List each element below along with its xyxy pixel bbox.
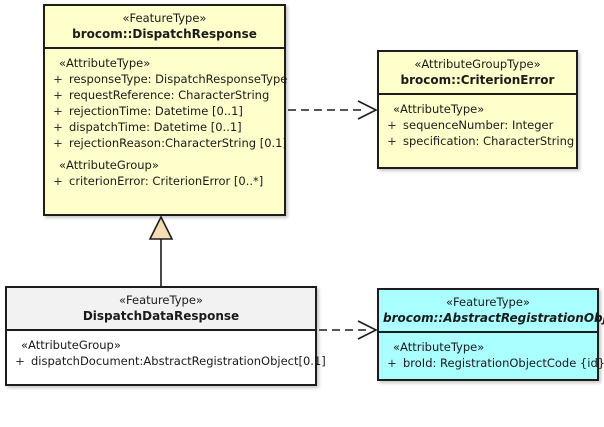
visibility-marker: + [387, 118, 397, 132]
attribute-text: broId: RegistrationObjectCode {id} [403, 356, 604, 370]
class-body-dispatch-response: «AttributeType» + responseType: Dispatch… [45, 49, 287, 194]
visibility-marker: + [53, 72, 63, 86]
attribute-text: dispatchDocument:AbstractRegistrationObj… [31, 354, 326, 368]
attribute-text: requestReference: CharacterString [69, 88, 270, 102]
attribute-row: + criterionError: CriterionError [0..*] [47, 173, 282, 189]
attribute-text: dispatchTime: Datetime [0..1] [69, 120, 242, 134]
attribute-text: sequenceNumber: Integer [403, 118, 554, 132]
visibility-marker: + [15, 354, 25, 368]
attribute-text: responseType: DispatchResponseType [69, 72, 288, 86]
compartment-stereotype-attributegroup: «AttributeGroup» [59, 158, 159, 172]
class-header-dispatch-response: «FeatureType» brocom::DispatchResponse [45, 6, 284, 49]
visibility-marker: + [53, 88, 63, 102]
class-stereotype: «FeatureType» [122, 11, 207, 25]
attribute-row: + sequenceNumber: Integer [381, 117, 574, 133]
attribute-row: + rejectionReason:CharacterString [0.1] [47, 135, 287, 151]
dependency-dispatchresponse-to-criterionerror [288, 100, 378, 120]
class-body-abstract-registration-object: «AttributeType» + broId: RegistrationObj… [379, 333, 604, 376]
dependency-dispatchdataresponse-to-abstractregistrationobject [319, 320, 378, 340]
attribute-row: + dispatchTime: Datetime [0..1] [47, 119, 282, 135]
attribute-row: + requestReference: CharacterString [47, 87, 282, 103]
class-stereotype: «FeatureType» [446, 295, 530, 309]
compartment-stereotype-attributetype: «AttributeType» [59, 56, 151, 70]
compartment-stereotype-attributetype: «AttributeType» [393, 340, 485, 354]
class-box-abstract-registration-object[interactable]: «FeatureType» brocom::AbstractRegistrati… [377, 288, 604, 381]
class-body-dispatch-data-response: «AttributeGroup» + dispatchDocument:Abst… [7, 331, 326, 374]
visibility-marker: + [53, 120, 63, 134]
class-name: DispatchDataResponse [82, 309, 240, 323]
class-name: brocom::DispatchResponse [72, 27, 257, 41]
attribute-text: specification: CharacterString [403, 134, 575, 148]
attribute-row: + rejectionTime: Datetime [0..1] [47, 103, 282, 119]
compartment-stereotype-attributegroup: «AttributeGroup» [21, 338, 121, 352]
attribute-row: + specification: CharacterString [381, 133, 574, 149]
attribute-text: rejectionTime: Datetime [0..1] [69, 104, 243, 118]
class-body-criterion-error: «AttributeType» + sequenceNumber: Intege… [379, 95, 576, 154]
class-box-dispatch-data-response[interactable]: «FeatureType» DispatchDataResponse «Attr… [5, 286, 326, 386]
visibility-marker: + [53, 104, 63, 118]
class-name: brocom::CriterionError [400, 73, 555, 87]
class-stereotype: «AttributeGroupType» [414, 57, 541, 71]
visibility-marker: + [387, 356, 397, 370]
class-name: brocom::AbstractRegistrationObject [383, 311, 604, 325]
class-box-criterion-error[interactable]: «AttributeGroupType» brocom::CriterionEr… [377, 50, 578, 169]
class-stereotype: «FeatureType» [119, 293, 203, 307]
compartment-stereotype-attributetype: «AttributeType» [393, 102, 485, 116]
visibility-marker: + [53, 174, 63, 188]
class-header-dispatch-data-response: «FeatureType» DispatchDataResponse [7, 288, 315, 331]
class-header-abstract-registration-object: «FeatureType» brocom::AbstractRegistrati… [379, 290, 604, 333]
visibility-marker: + [387, 134, 397, 148]
class-header-criterion-error: «AttributeGroupType» brocom::CriterionEr… [379, 52, 576, 95]
attribute-text: criterionError: CriterionError [0..*] [69, 174, 264, 188]
attribute-text: rejectionReason:CharacterString [0.1] [69, 136, 287, 150]
attribute-row: + responseType: DispatchResponseType [47, 71, 287, 87]
attribute-row: + dispatchDocument:AbstractRegistrationO… [9, 353, 326, 369]
class-box-dispatch-response[interactable]: «FeatureType» brocom::DispatchResponse «… [43, 4, 287, 216]
generalization-dispatchdataresponse-to-dispatchresponse [148, 215, 174, 286]
visibility-marker: + [53, 136, 63, 150]
attribute-row: + broId: RegistrationObjectCode {id} [381, 355, 604, 371]
